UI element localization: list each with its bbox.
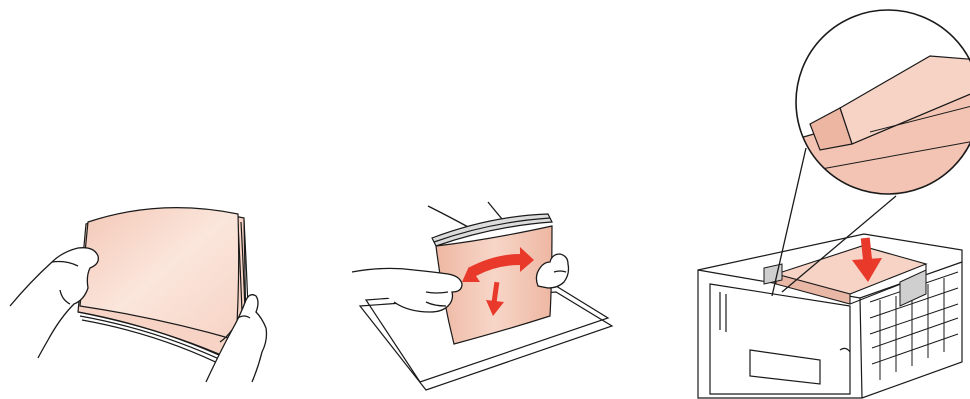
load-paper-tray-drawing [690, 0, 970, 399]
align-paper-edges-illustration [330, 0, 630, 399]
flex-paper-stack-drawing [0, 0, 290, 399]
flex-paper-stack-illustration [0, 0, 290, 399]
top-sheet [80, 208, 239, 340]
align-paper-edges-drawing [330, 0, 630, 399]
callout-detail [790, 8, 970, 210]
load-paper-tray-illustration [690, 0, 970, 399]
